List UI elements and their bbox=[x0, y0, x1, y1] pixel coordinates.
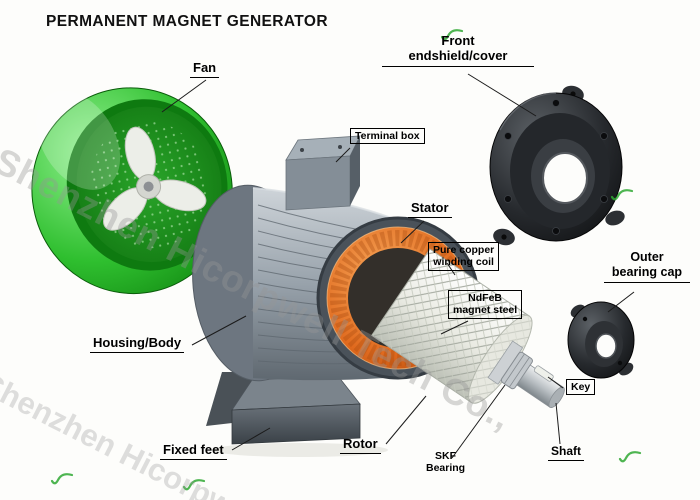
label-key: Key bbox=[566, 379, 596, 396]
label-rotor: Rotor bbox=[340, 436, 381, 455]
label-front-endshield: Front endshield/cover bbox=[382, 33, 534, 67]
label-terminal-box: Terminal box bbox=[350, 128, 425, 145]
endshield-bolt-holes bbox=[504, 99, 608, 235]
watermark-tick-icon bbox=[50, 29, 642, 491]
label-copper-coil: Pure copper winding coil bbox=[428, 242, 500, 271]
label-shaft: Shaft bbox=[548, 444, 584, 462]
front-endshield-part bbox=[489, 85, 625, 246]
terminal-box-part bbox=[285, 135, 361, 211]
label-ndfeb-magnet: NdFeB magnet steel bbox=[448, 290, 523, 319]
label-skf-bearing: SKF Bearing bbox=[426, 450, 466, 475]
label-fixed-feet: Fixed feet bbox=[160, 442, 227, 461]
fan-assembly bbox=[31, 87, 233, 295]
label-outer-bearing-cap: Outer bearing cap bbox=[604, 250, 690, 283]
label-stator: Stator bbox=[408, 200, 452, 219]
label-fan: Fan bbox=[190, 60, 220, 79]
fixed-feet-part bbox=[206, 372, 388, 457]
page-title: PERMANENT MAGNET GENERATOR bbox=[46, 13, 328, 30]
label-housing-body: Housing/Body bbox=[90, 335, 185, 354]
outer-bearing-cap-part bbox=[567, 301, 635, 379]
leader-lines bbox=[161, 73, 635, 459]
rotor-shaft-group bbox=[371, 248, 565, 408]
